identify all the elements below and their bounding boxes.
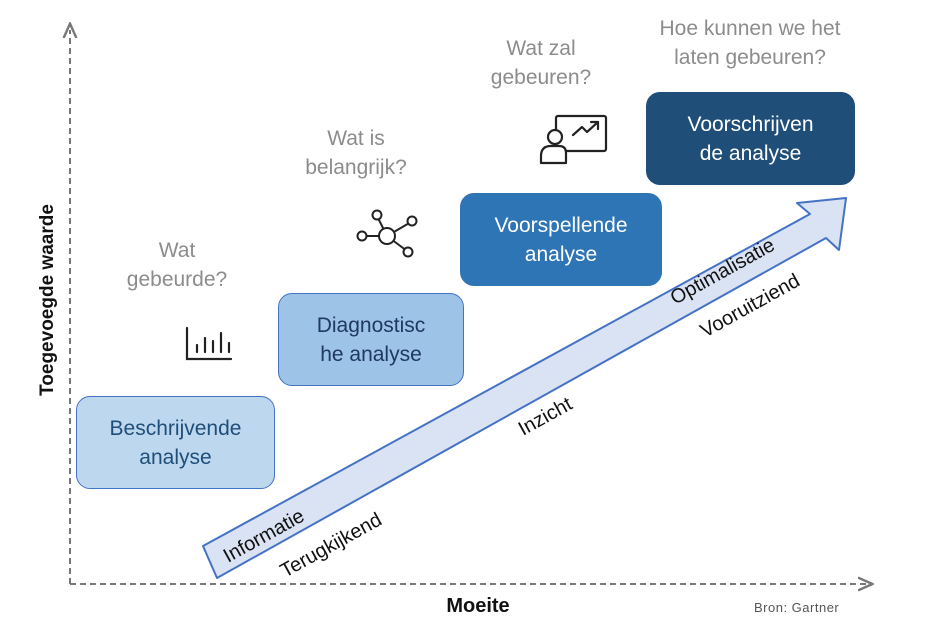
- progress-arrow: [202, 197, 847, 579]
- question-line1: Wat: [158, 239, 196, 262]
- stage-label-line1: Voorspellende: [494, 213, 628, 237]
- stage-box-diagnostisch: Diagnostisc he analyse: [278, 293, 464, 386]
- question-line1: Wat zal: [506, 37, 576, 60]
- question-line1: Wat is: [327, 127, 385, 150]
- stage-label-line2: analyse: [524, 242, 598, 266]
- stage-box-voorspellend: Voorspellende analyse: [460, 193, 662, 286]
- y-axis-label: Toegevoegde waarde: [37, 204, 58, 396]
- question-hoe-kunnen-we: Hoe kunnen we het laten gebeuren?: [660, 14, 841, 72]
- stage-label-line1: Voorschrijven: [687, 112, 814, 136]
- stage-label-line1: Beschrijvende: [109, 416, 242, 440]
- question-wat-zal-gebeuren: Wat zal gebeuren?: [491, 34, 591, 92]
- stage-label-line1: Diagnostisc: [316, 313, 426, 337]
- question-line2: gebeurde?: [126, 268, 228, 291]
- stage-box-beschrijvend: Beschrijvende analyse: [76, 396, 275, 489]
- question-line1: Hoe kunnen we het: [659, 17, 841, 40]
- x-axis-label: Moeite: [446, 595, 510, 617]
- stage-label-line2: analyse: [139, 445, 212, 469]
- stage-label-line2: he analyse: [320, 342, 422, 366]
- network-icon: [356, 209, 418, 258]
- stage-label-line2: de analyse: [699, 141, 802, 165]
- source-note: Bron: Gartner: [754, 600, 840, 615]
- bar-chart-icon: [185, 326, 233, 361]
- stage-box-voorschrijvend: Voorschrijven de analyse: [646, 92, 855, 185]
- presentation-icon: [539, 114, 608, 165]
- question-line2: laten gebeuren?: [674, 46, 826, 69]
- question-wat-is-belangrijk: Wat is belangrijk?: [305, 124, 407, 182]
- question-line2: belangrijk?: [305, 156, 407, 179]
- question-wat-gebeurde: Wat gebeurde?: [127, 236, 227, 294]
- question-line2: gebeuren?: [490, 66, 592, 89]
